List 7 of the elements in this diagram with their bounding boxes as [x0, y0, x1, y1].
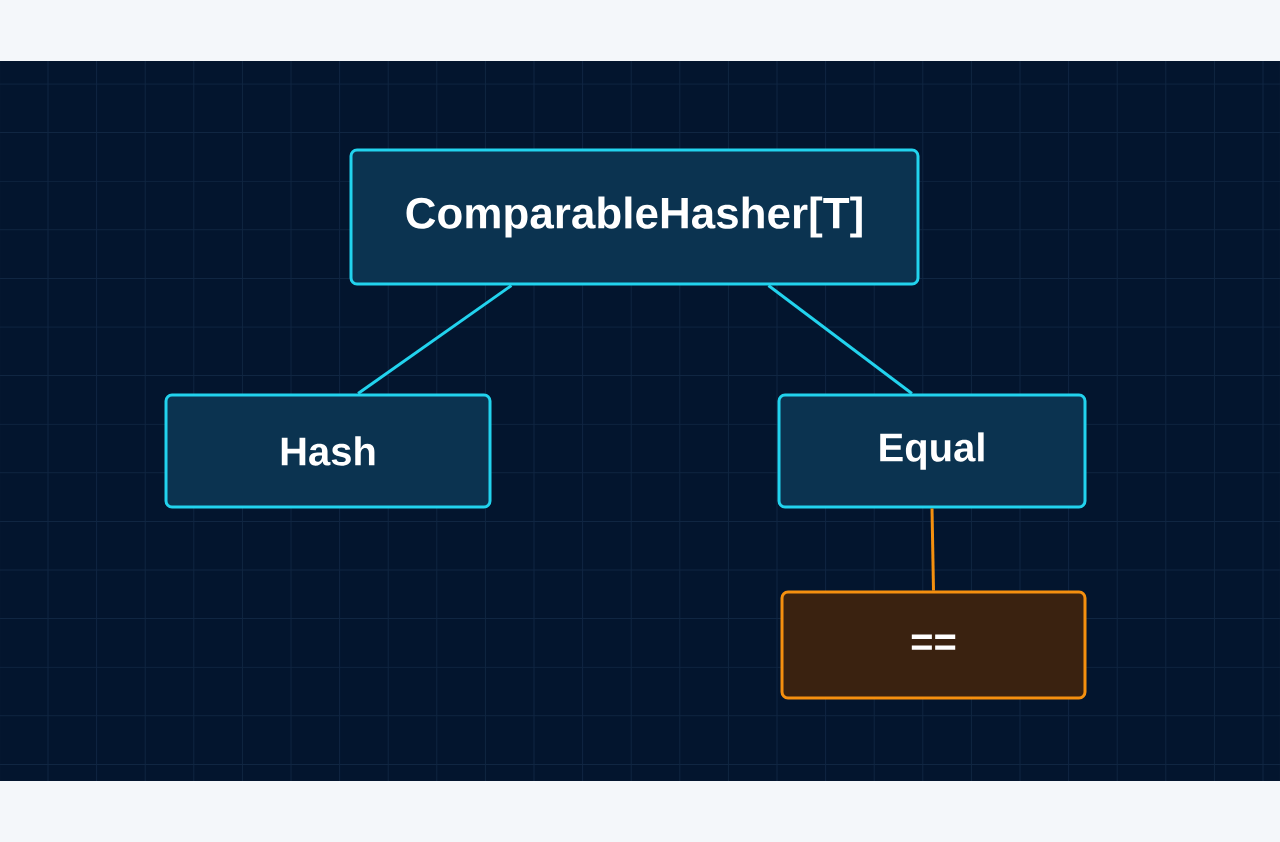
operator-box: == [780, 590, 1087, 700]
method-box: Hash [164, 393, 492, 509]
connector-line [357, 284, 513, 395]
root-box: ComparableHasher[T] [349, 148, 920, 286]
connector-line [930, 508, 935, 591]
connector-line [767, 284, 913, 395]
method-box: Equal [777, 393, 1087, 509]
